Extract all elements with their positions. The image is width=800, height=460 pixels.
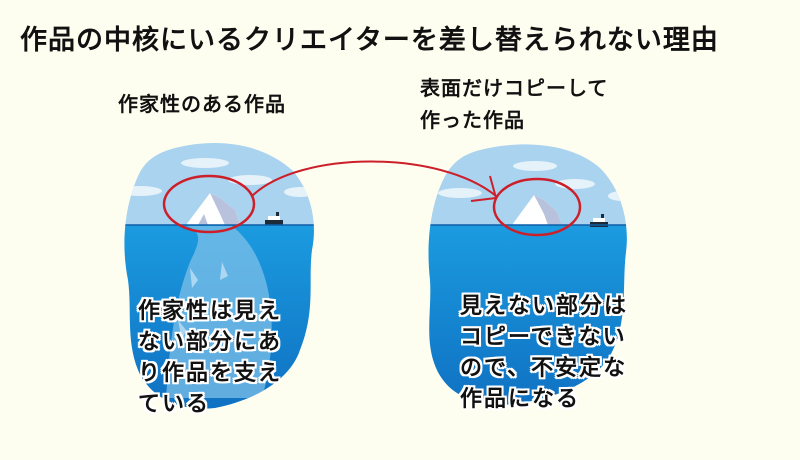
submerged-iceberg <box>166 226 272 398</box>
left-caption-line: ている <box>138 392 211 417</box>
left-caption-line: 作家性は見え <box>138 299 283 324</box>
right-heading-line-1: 表面だけコピーして <box>420 76 609 100</box>
left-caption-line: ない部分にあ <box>138 330 283 355</box>
right-caption-line: 作品になる <box>460 387 581 412</box>
left-highlight-ellipse <box>162 174 256 234</box>
right-caption-line: 見えない部分は <box>460 294 629 319</box>
left-heading: 作家性のある作品 <box>118 92 286 116</box>
right-highlight-ellipse <box>492 177 582 237</box>
right-heading-line-2: 作った作品 <box>420 108 525 132</box>
arrow-icon <box>251 160 498 202</box>
left-caption: 作家性は見え ない部分にあ り作品を支え ている <box>138 296 282 420</box>
left-caption-line: り作品を支え <box>138 361 283 386</box>
page-title: 作品の中核にいるクリエイターを差し替えられない理由 <box>20 25 719 56</box>
right-caption: 見えない部分は コピーできない ので、不安定な 作品になる <box>460 291 628 415</box>
right-heading: 表面だけコピーして 作った作品 <box>420 72 608 136</box>
right-caption-line: コピーできない <box>460 325 627 350</box>
right-caption-line: ので、不安定な <box>460 356 628 381</box>
ship-icon <box>265 212 283 225</box>
